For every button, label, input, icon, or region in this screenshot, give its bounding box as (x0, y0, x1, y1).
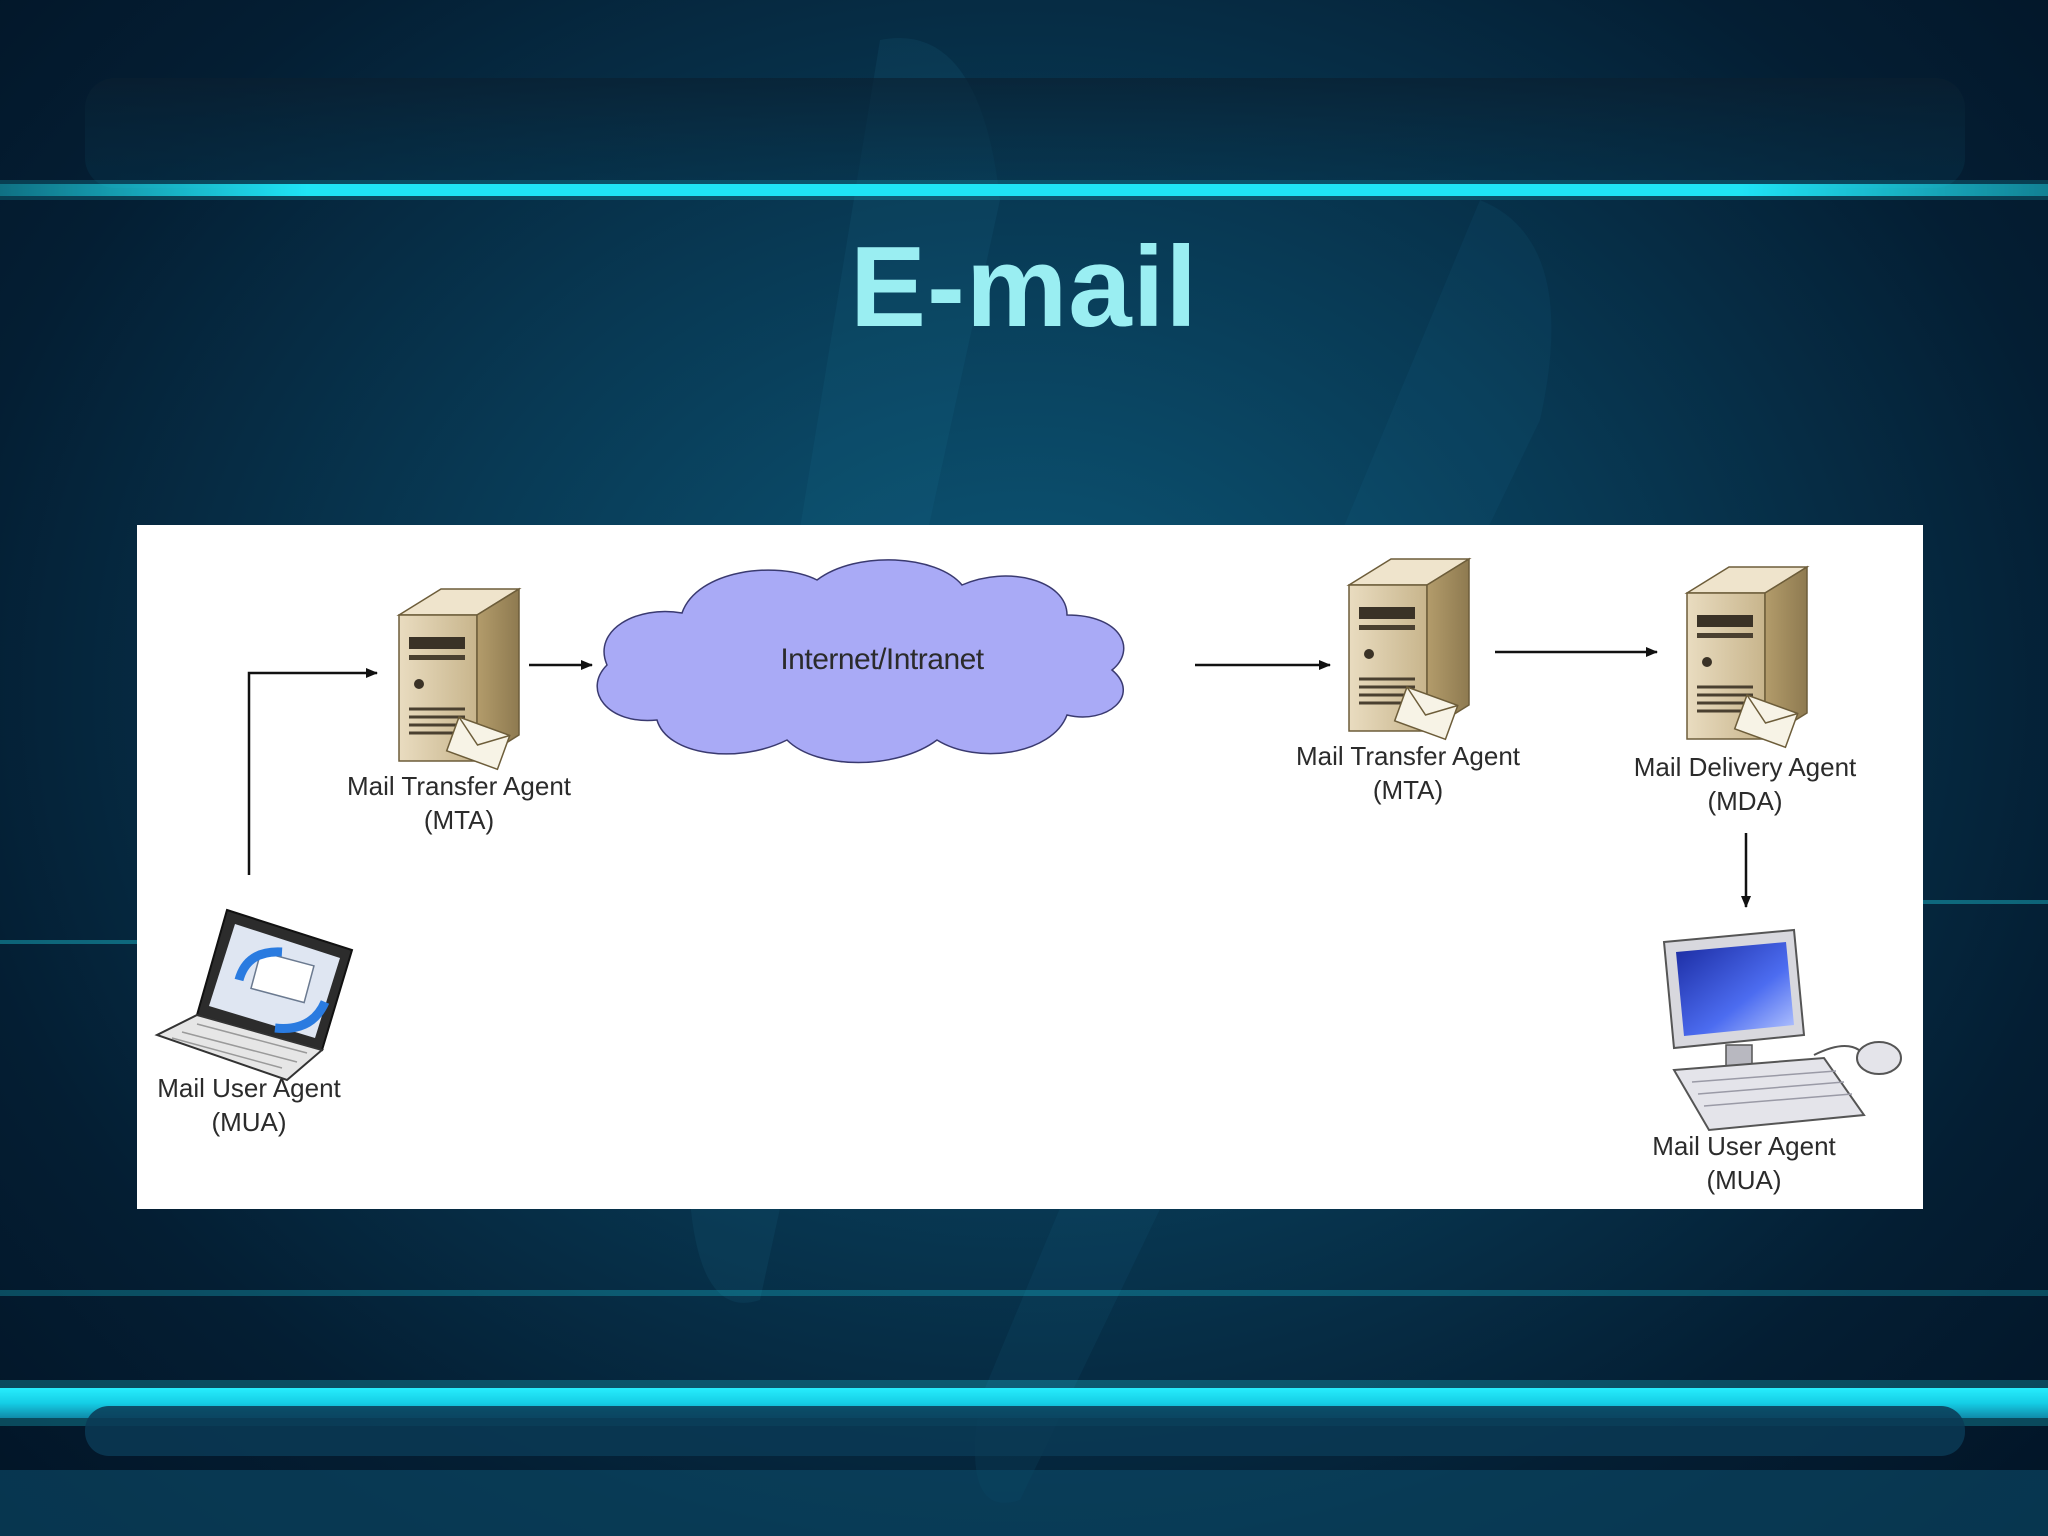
node-label-line: Mail Transfer Agent (347, 771, 571, 801)
internet-cloud-icon (596, 559, 1125, 764)
node-label-line: Mail Delivery Agent (1633, 752, 1857, 782)
slide-title: E-mail (849, 224, 1199, 351)
node-label-mua-sender: Mail User Agent (MUA) (157, 1071, 341, 1139)
node-label-line: Mail Transfer Agent (1296, 741, 1520, 771)
arrow-mua-to-mta (247, 668, 378, 875)
cloud-label: Internet/Intranet (780, 643, 984, 676)
node-label-mta-sender: Mail Transfer Agent (MTA) (347, 769, 571, 837)
node-label-line: (MTA) (1372, 775, 1444, 805)
envelope-icon (1393, 686, 1459, 741)
node-label-line: Mail User Agent (1652, 1131, 1836, 1161)
email-flow-diagram: Internet/Intranet Mail User Agent (MUA) … (137, 525, 1923, 1209)
desktop-computer-icon (1662, 928, 1902, 1132)
envelope-icon (1733, 694, 1799, 749)
node-label-mua-receiver: Mail User Agent (MUA) (1652, 1129, 1836, 1197)
node-label-line: (MUA) (211, 1107, 287, 1137)
envelope-icon (445, 716, 511, 771)
node-label-line: (MUA) (1706, 1165, 1782, 1195)
node-label-line: Mail User Agent (157, 1073, 341, 1103)
laptop-icon (154, 908, 354, 1082)
node-label-line: (MDA) (1707, 786, 1783, 816)
connectors (247, 647, 1751, 908)
server-icon (1684, 565, 1810, 741)
node-label-mta-receiver: Mail Transfer Agent (MTA) (1296, 739, 1520, 807)
node-label-line: (MTA) (423, 805, 495, 835)
server-icon (396, 587, 522, 763)
node-label-mda: Mail Delivery Agent (MDA) (1634, 750, 1857, 818)
